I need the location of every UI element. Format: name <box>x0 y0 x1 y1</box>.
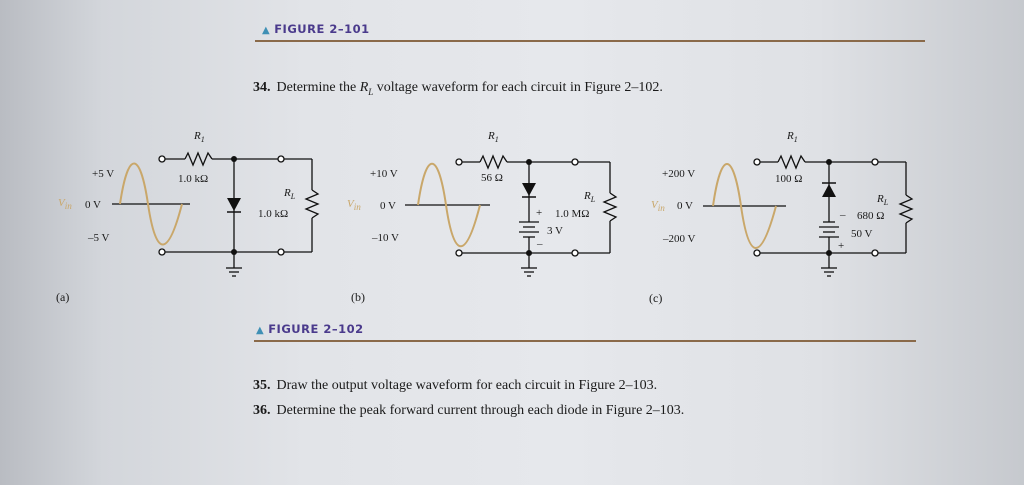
v-pos-label: +200 V <box>662 168 696 180</box>
question-text: Determine the <box>276 80 360 95</box>
triangle-icon: ▲ <box>256 325 265 336</box>
v-neg-label: –200 V <box>663 233 696 245</box>
r1-label: R1 <box>194 130 205 145</box>
caption-c: (c) <box>649 291 663 305</box>
vin-label: Vin <box>651 199 665 214</box>
question-text: Determine the peak forward current throu… <box>276 403 685 418</box>
figure-2-102-label: ▲FIGURE 2–102 <box>256 322 364 336</box>
question-34: 34. Determine the RL voltage waveform for… <box>253 80 663 97</box>
divider <box>255 40 925 42</box>
v-zero-label: 0 V <box>677 200 693 212</box>
rl-label: RL <box>284 187 296 202</box>
var-sub: L <box>368 86 374 97</box>
v-pos-label: +10 V <box>370 168 398 180</box>
battery-plus: + <box>838 240 845 252</box>
var-r: R <box>359 80 369 95</box>
rl-value: 680 Ω <box>857 210 885 222</box>
caption-a: (a) <box>56 290 70 304</box>
question-text: Draw the output voltage waveform for eac… <box>276 378 658 393</box>
vin-label: Vin <box>347 198 361 213</box>
battery-value: 3 V <box>547 225 563 237</box>
question-36: 36. Determine the peak forward current th… <box>253 403 684 419</box>
question-number: 35. <box>253 378 271 393</box>
rl-value: 1.0 kΩ <box>258 208 289 220</box>
r1-value: 1.0 kΩ <box>178 173 209 185</box>
battery-minus: – <box>840 209 846 221</box>
divider <box>254 340 916 342</box>
vin-label: Vin <box>58 197 72 212</box>
figure-2-101-label: ▲FIGURE 2–101 <box>262 22 370 36</box>
battery-plus: + <box>536 207 543 219</box>
v-neg-label: –5 V <box>88 232 110 244</box>
rl-value: 1.0 MΩ <box>555 208 590 220</box>
r1-label: R1 <box>787 130 798 145</box>
question-number: 36. <box>253 403 271 418</box>
r1-value: 100 Ω <box>775 173 803 185</box>
v-zero-label: 0 V <box>380 200 396 212</box>
caption-b: (b) <box>351 290 365 304</box>
r1-label: R1 <box>488 130 499 145</box>
v-zero-label: 0 V <box>85 199 101 211</box>
v-neg-label: –10 V <box>372 232 399 244</box>
v-pos-label: +5 V <box>92 168 115 180</box>
question-35: 35. Draw the output voltage waveform for … <box>253 378 657 394</box>
figure-label-text: FIGURE 2–102 <box>268 322 364 336</box>
figure-label-text: FIGURE 2–101 <box>274 22 370 36</box>
question-text-end: voltage waveform for each circuit in Fig… <box>373 80 663 95</box>
triangle-icon: ▲ <box>262 25 271 36</box>
r1-value: 56 Ω <box>481 172 503 184</box>
question-number: 34. <box>253 80 271 95</box>
battery-value: 50 V <box>851 228 873 240</box>
battery-minus: – <box>537 238 543 250</box>
rl-label: RL <box>877 193 889 208</box>
rl-label: RL <box>584 190 596 205</box>
